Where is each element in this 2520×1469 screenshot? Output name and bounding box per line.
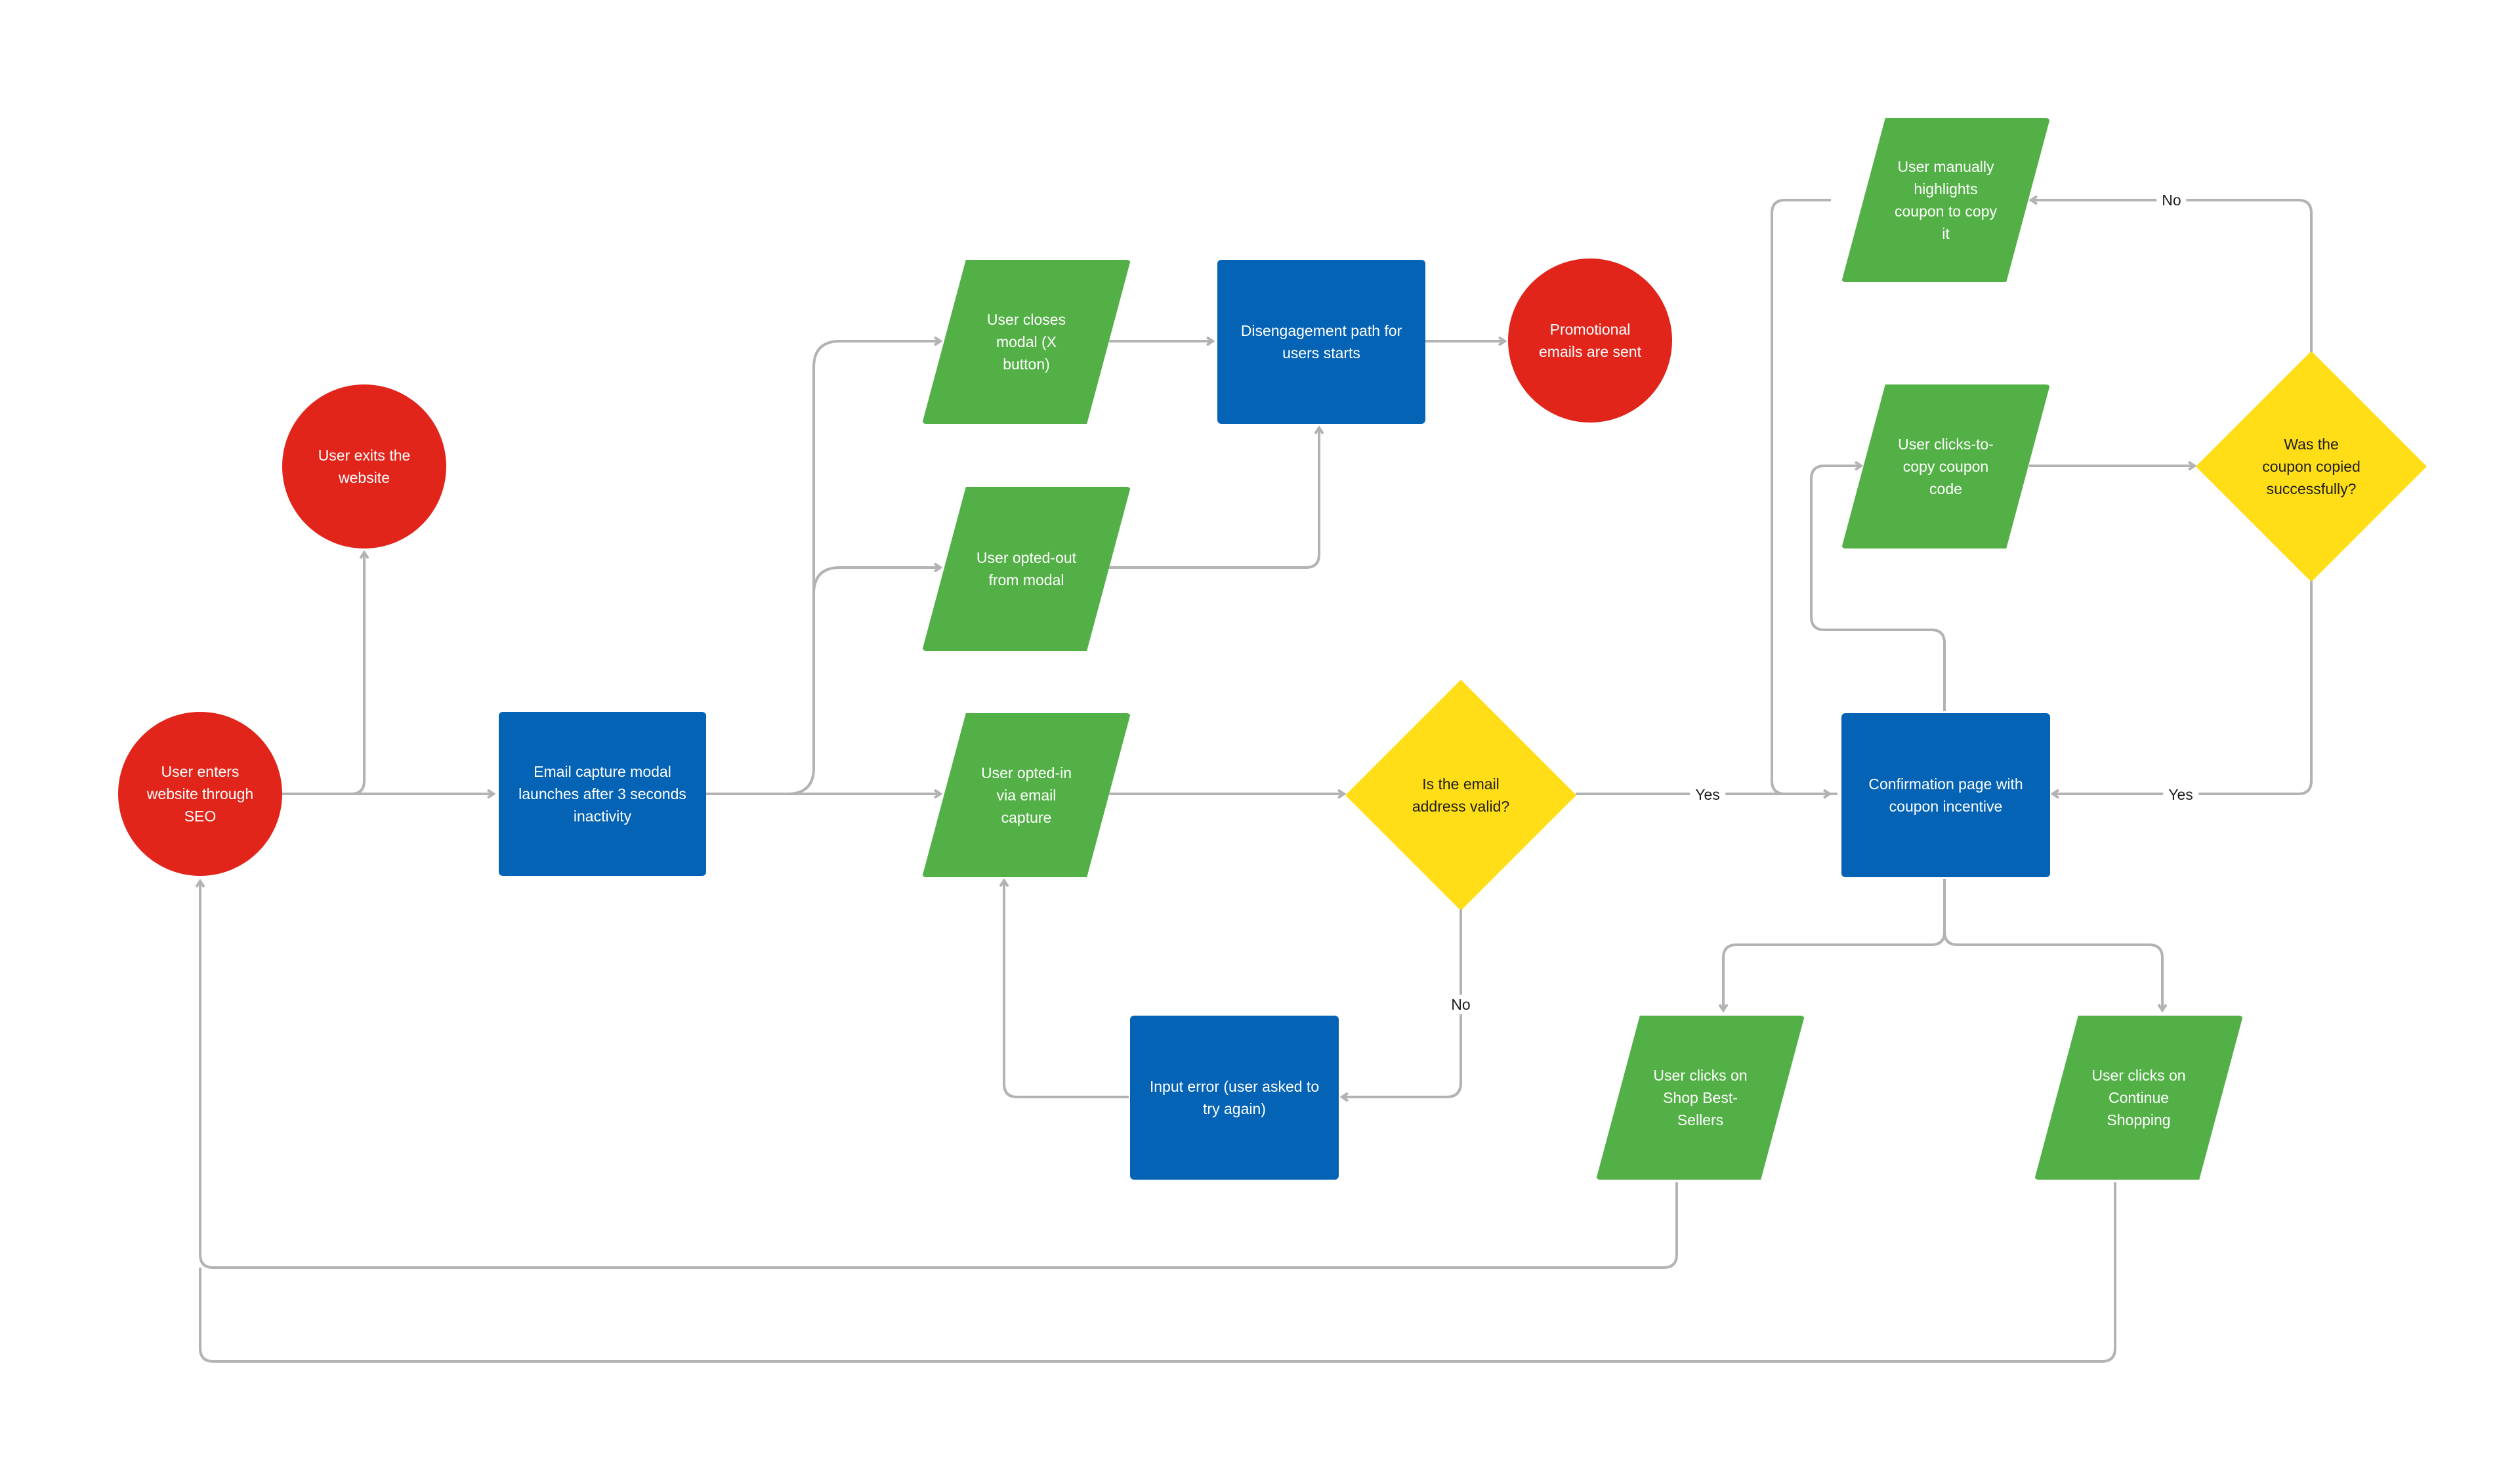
edge-continue-to-enters [199,1182,2116,1363]
edge-copied-yes-to-confirmation [2053,581,2313,794]
edge-modal-to-closes [787,341,940,795]
edge-valid-no-to-error [1342,909,1462,1097]
edge-error-to-optedin [1004,880,1129,1098]
node-promo-emails-label: Promotional emails are sent [1539,321,1641,360]
node-shop-best-label: User clicks on Shop Best- Sellers [1653,1067,1748,1128]
node-user-exits-label: User exits the website [318,447,411,486]
node-disengagement: Disengagement path for users starts [1217,260,1425,424]
edge-confirmation-to-manual [1771,199,1838,795]
node-promo-emails: Promotional emails are sent [1508,259,1672,423]
edge-label-yes-valid: Yes [1690,785,1725,804]
edge-confirmation-to-continue [1943,931,2162,1010]
edge-optedout-to-disengagement [1109,428,1319,569]
node-coupon-copied-label: Was the coupon copied successfully? [2262,436,2361,497]
node-email-modal: Email capture modal launches after 3 sec… [499,712,706,876]
node-user-closes: User closes modal (X button) [922,260,1131,424]
node-shop-best: User clicks on Shop Best- Sellers [1596,1016,1805,1180]
edge-copied-no-to-manual [2031,200,2313,352]
node-confirmation: Confirmation page with coupon incentive [1841,713,2050,877]
edge-label-no-copied: No [2156,190,2187,210]
node-user-enters-label: User enters website through SEO [146,763,254,825]
node-continue-shop: User clicks on Continue Shopping [2034,1016,2243,1180]
edge-shopbest-to-enters [200,881,1678,1269]
node-user-enters: User enters website through SEO [118,712,282,876]
edge-label-no-valid: No [1446,995,1476,1014]
node-user-closes-label: User closes modal (X button) [986,311,1066,373]
node-user-opted-out: User opted-out from modal [922,487,1131,651]
edge-confirmation-to-shopbest [1723,879,1946,1010]
node-user-opted-in-label: User opted-in via email capture [980,764,1072,826]
node-confirmation-label: Confirmation page with coupon incentive [1868,776,2023,815]
node-email-valid: Is the email address valid? [1345,680,1576,911]
node-user-opted-out-label: User opted-out from modal [976,549,1077,589]
node-click-to-copy: User clicks-to- copy coupon code [1841,384,2050,548]
edge-confirmation-to-clickcopy [1810,466,1946,711]
node-email-valid-label: Is the email address valid? [1412,776,1510,815]
node-user-opted-in: User opted-in via email capture [922,713,1131,877]
node-input-error: Input error (user asked to try again) [1130,1016,1339,1180]
edge-modal-to-optedout [812,568,940,594]
edge-label-yes-copied: Yes [2163,785,2198,804]
node-manual-highlight-label: User manually highlights coupon to copy … [1894,158,1997,242]
node-email-modal-label: Email capture modal launches after 3 sec… [518,763,686,825]
node-input-error-label: Input error (user asked to try again) [1149,1078,1320,1117]
node-manual-highlight: User manually highlights coupon to copy … [1841,118,2050,282]
node-coupon-copied: Was the coupon copied successfully? [2196,351,2427,582]
node-disengagement-label: Disengagement path for users starts [1240,322,1402,362]
node-user-exits: User exits the website [282,384,446,548]
node-continue-shop-label: User clicks on Continue Shopping [2091,1067,2186,1128]
edge-enters-to-exits [302,552,364,795]
node-click-to-copy-label: User clicks-to- copy coupon code [1898,436,1994,497]
